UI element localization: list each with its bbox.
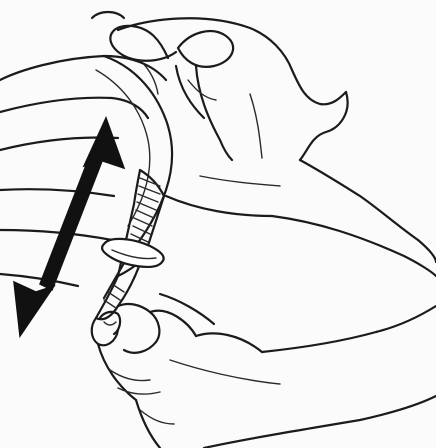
hand <box>92 304 436 448</box>
double-headed-arrow-icon <box>14 118 124 336</box>
leg-contour <box>160 294 280 384</box>
strap-buckle <box>102 239 164 267</box>
